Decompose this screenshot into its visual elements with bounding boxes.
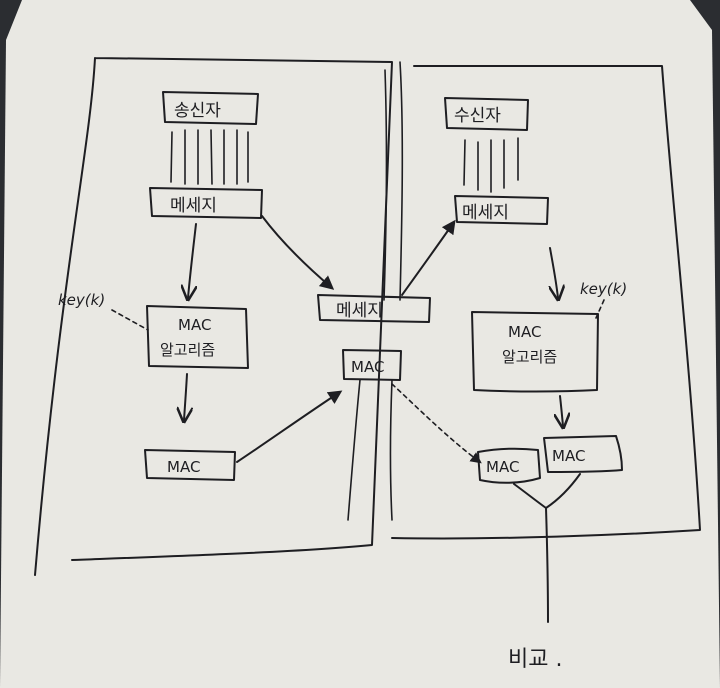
receiver-arrow-to-computed-mac — [560, 395, 563, 426]
compare-label: 비교 . — [508, 647, 562, 672]
channel-mac-label: MAC — [351, 358, 384, 376]
sender-arrow-to-mac — [184, 373, 187, 420]
sender-message-box — [149, 187, 263, 219]
sender-mac-label: MAC — [167, 458, 200, 476]
channel-mac-box — [342, 349, 402, 381]
sender-algorithm-line1: MAC — [178, 316, 211, 334]
sender-box — [162, 91, 259, 125]
sender-mac-box — [144, 449, 236, 481]
sender-key-link — [111, 309, 149, 331]
sender-arrow-to-algorithm — [188, 223, 196, 298]
receiver-message-box — [454, 195, 549, 225]
sender-message-label: 메세지 — [170, 196, 217, 216]
receiver-computed-mac-box — [543, 435, 623, 473]
channel-message-label: 메세지 — [336, 301, 383, 321]
receiver-algorithm-line2: 알고리즘 — [502, 348, 557, 366]
receiver-computed-mac-label: MAC — [552, 447, 585, 465]
sender-label: 송신자 — [174, 101, 221, 121]
receiver-algorithm-line1: MAC — [508, 323, 541, 341]
sender-panel-border — [34, 57, 393, 576]
receiver-box — [444, 97, 529, 131]
receiver-panel-border — [391, 65, 701, 540]
sender-algorithm-line2: 알고리즘 — [160, 341, 215, 359]
receiver-bit-lines — [463, 137, 519, 193]
receiver-received-mac-box — [477, 447, 541, 484]
arrow-mac-to-channel — [236, 390, 343, 463]
sender-bit-lines — [170, 129, 249, 185]
receiver-algorithm-box — [471, 311, 599, 393]
receiver-arrow-to-algorithm — [550, 247, 558, 298]
channel-message-box — [317, 294, 431, 323]
channel-right-line — [389, 61, 404, 521]
sender-algorithm-box — [146, 305, 249, 369]
arrow-channel-to-receiver-message — [401, 219, 456, 296]
compare-merge-lines — [513, 473, 581, 623]
arrow-message-to-channel — [261, 215, 335, 290]
sender-key-label: key(k) — [58, 291, 105, 309]
receiver-label: 수신자 — [454, 106, 501, 126]
receiver-key-label: key(k) — [580, 280, 627, 298]
channel-left-line — [347, 69, 388, 521]
arrow-channel-mac-to-receiver — [391, 383, 482, 464]
receiver-message-label: 메세지 — [462, 203, 509, 223]
receiver-received-mac-label: MAC — [486, 458, 519, 476]
